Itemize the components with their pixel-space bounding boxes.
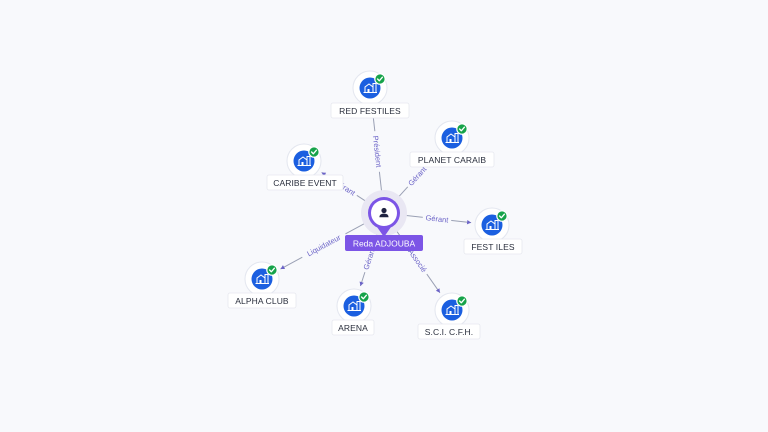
company-label-box xyxy=(331,319,375,336)
edge-label: Liquidateur xyxy=(299,229,348,261)
building-icon xyxy=(485,220,499,230)
edge-fest-iles: Gérant xyxy=(402,212,472,225)
node-core xyxy=(251,268,273,290)
company-label-box xyxy=(463,238,523,255)
edge-label: Président xyxy=(370,130,385,173)
verified-check-icon xyxy=(308,146,320,158)
building-icon xyxy=(445,133,459,143)
relation-label: Président xyxy=(371,135,384,168)
edge-arrow xyxy=(280,265,286,270)
person-name: Reda ADJOUBA xyxy=(353,239,416,249)
verified-check-icon xyxy=(374,73,386,85)
pin-pointer xyxy=(377,227,391,237)
company-name: ALPHA CLUB xyxy=(235,296,289,306)
company-node-scicfh[interactable]: S.C.I. C.F.H. xyxy=(417,292,481,340)
verified-check-icon xyxy=(358,291,370,303)
company-name: CARIBE EVENT xyxy=(273,178,337,188)
company-name: S.C.I. C.F.H. xyxy=(425,327,474,337)
company-node-fest-iles[interactable]: FEST ILES xyxy=(463,207,523,255)
edge-arrow xyxy=(466,220,472,225)
node-core xyxy=(359,77,381,99)
company-name: PLANET CARAIB xyxy=(418,155,486,165)
building-icon xyxy=(363,83,377,93)
edge-arrow xyxy=(435,288,440,293)
building-icon xyxy=(297,156,311,166)
company-node-red-festiles[interactable]: RED FESTILES xyxy=(330,70,410,119)
company-node-alpha-club[interactable]: ALPHA CLUB xyxy=(227,261,297,309)
relation-label: Liquidateur xyxy=(305,233,342,259)
node-core xyxy=(481,214,503,236)
company-label-box xyxy=(227,292,297,309)
edge-arrow xyxy=(321,172,327,177)
company-node-planet-caraib[interactable]: PLANET CARAIB xyxy=(409,120,495,168)
verified-check-icon xyxy=(456,295,468,307)
node-core xyxy=(293,150,315,172)
verified-check-icon xyxy=(266,264,278,276)
node-core xyxy=(441,127,463,149)
node-core xyxy=(441,299,463,321)
building-icon xyxy=(347,301,361,311)
company-label-box xyxy=(266,174,344,191)
verified-check-icon xyxy=(456,123,468,135)
company-name: ARENA xyxy=(338,323,368,333)
verified-check-icon xyxy=(496,210,508,222)
edge-arrow xyxy=(359,281,364,287)
company-name: FEST ILES xyxy=(471,242,514,252)
company-name: RED FESTILES xyxy=(339,106,401,116)
relation-label: Associé xyxy=(406,247,428,274)
person-icon xyxy=(379,207,389,218)
person-label-box xyxy=(345,235,423,251)
company-node-arena[interactable]: ARENA xyxy=(331,288,375,336)
company-label-box xyxy=(417,323,481,340)
company-node-caribe-event[interactable]: CARIBE EVENT xyxy=(266,143,344,191)
edge-label: Gérant xyxy=(422,212,452,225)
node-core xyxy=(343,295,365,317)
company-label-box xyxy=(330,102,410,119)
relation-label: Gérant xyxy=(425,213,450,225)
building-icon xyxy=(255,274,269,284)
company-label-box xyxy=(409,151,495,168)
building-icon xyxy=(445,305,459,315)
person-node[interactable]: Reda ADJOUBA xyxy=(345,190,423,251)
edge-red-festiles: Président xyxy=(370,108,385,195)
